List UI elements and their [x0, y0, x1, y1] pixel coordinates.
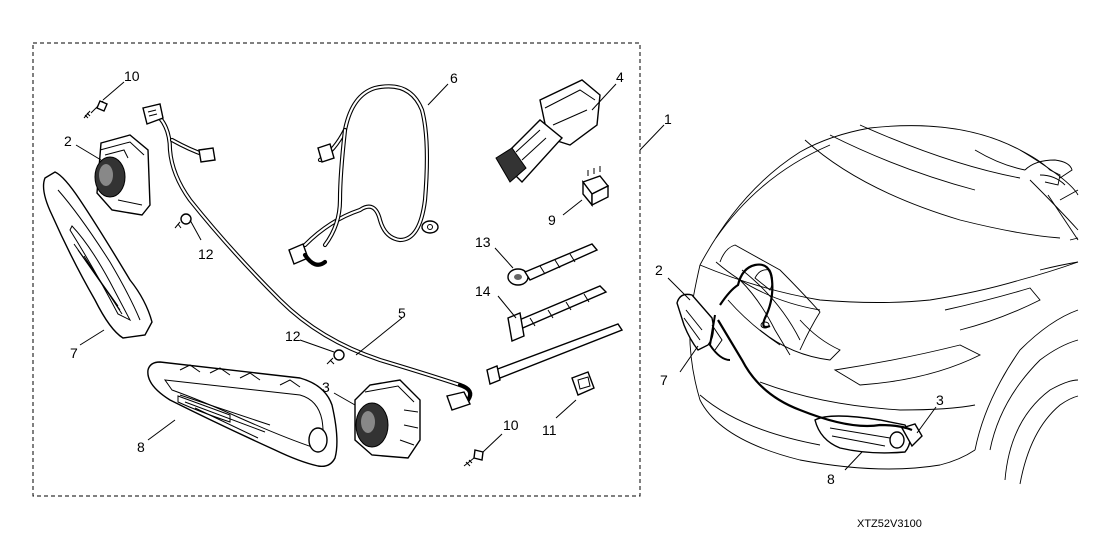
grommet [555, 371, 595, 419]
tie-14 [497, 285, 608, 342]
car-callout-8: 8 [827, 471, 835, 487]
callout-1: 1 [664, 111, 672, 127]
screw-bottom [463, 433, 503, 467]
callout-6: 6 [450, 70, 458, 86]
garnish-right [147, 361, 338, 468]
bolt-upper [174, 213, 202, 241]
kit-boundary [32, 42, 641, 497]
callout-12-upper: 12 [198, 246, 214, 262]
callout-2: 2 [64, 133, 72, 149]
car-callout-3: 3 [936, 392, 944, 408]
clip-13 [494, 243, 599, 286]
car-callout-7: 7 [660, 372, 668, 388]
garnish-left [42, 171, 153, 346]
fog-switch [495, 79, 617, 184]
callout-4: 4 [616, 69, 624, 85]
callout-3: 3 [322, 379, 330, 395]
callout-12-lower: 12 [285, 328, 301, 344]
fog-light-left [75, 134, 151, 216]
callout-7: 7 [70, 345, 78, 361]
harness-loop [288, 83, 449, 267]
diagram-code: XTZ52V3100 [857, 518, 922, 530]
callout-13: 13 [475, 234, 491, 250]
vehicle-front-view [667, 124, 1079, 485]
callout-8: 8 [137, 439, 145, 455]
callout-11: 11 [542, 422, 557, 438]
callout-9: 9 [548, 212, 556, 228]
harness-long [142, 103, 473, 411]
leader-1 [639, 124, 665, 151]
car-callout-2: 2 [655, 262, 663, 278]
callout-10-bottom: 10 [503, 417, 519, 433]
callout-14: 14 [475, 283, 491, 299]
cable-tie-long [486, 323, 624, 385]
fog-light-right [333, 379, 421, 459]
relay [562, 166, 610, 216]
bolt-lower [299, 339, 345, 365]
screw-top [83, 81, 125, 119]
callout-5: 5 [398, 305, 406, 321]
callout-10-top: 10 [124, 68, 140, 84]
